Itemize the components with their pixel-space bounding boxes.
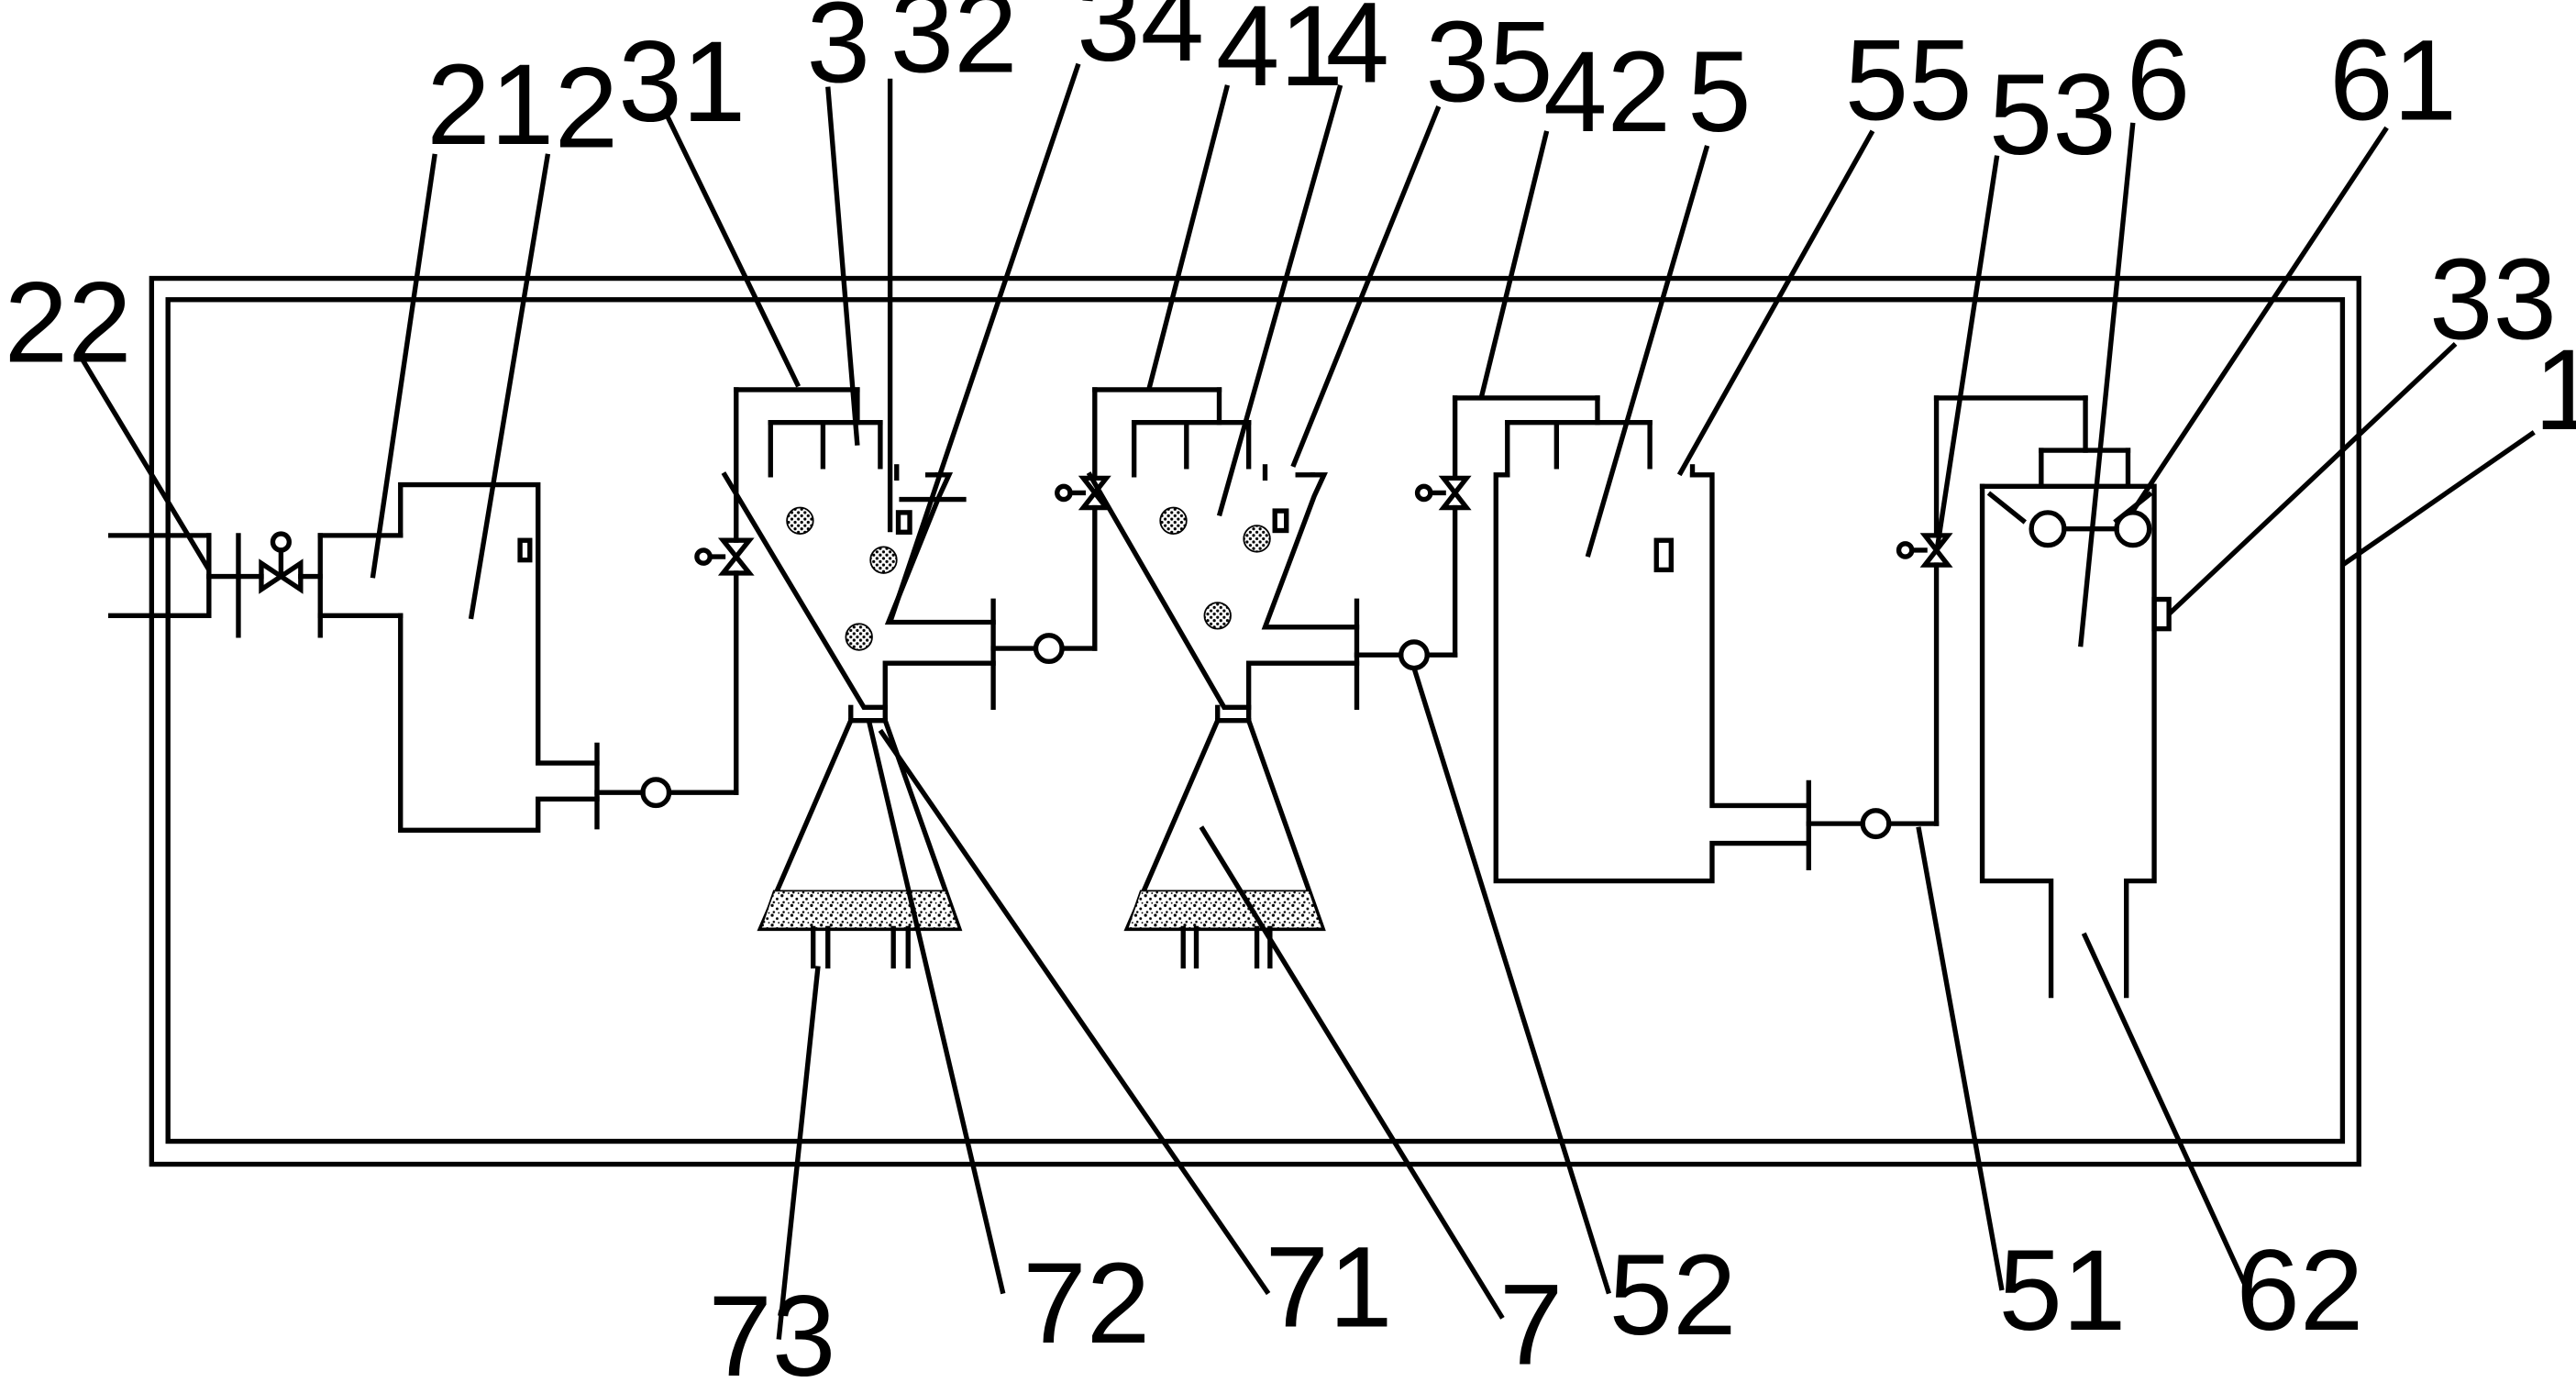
label-41: 41: [1216, 0, 1343, 110]
reactor-4: [1086, 395, 1600, 711]
label-62: 62: [2236, 1227, 2363, 1354]
label-32: 32: [890, 0, 1018, 97]
reference-numerals: 22 21 2 31 3 32 34 41 4 35 42 5 55 53 6 …: [5, 0, 2576, 1382]
label-33: 33: [2429, 237, 2557, 364]
label-71: 71: [1266, 1223, 1393, 1351]
tank-5: [1493, 395, 2088, 884]
tank-6: [1979, 448, 2172, 999]
label-42: 42: [1543, 28, 1671, 156]
sludge-cone-2: [1123, 704, 1326, 969]
label-55: 55: [1845, 17, 1973, 144]
inlet-pipe: [108, 531, 404, 638]
label-61: 61: [2329, 17, 2457, 144]
label-5: 5: [1687, 28, 1752, 156]
leader-lines: [75, 62, 2536, 1340]
tank-2: [398, 387, 860, 833]
label-31: 31: [618, 18, 746, 146]
label-34: 34: [1077, 0, 1204, 85]
label-22: 22: [5, 260, 132, 387]
label-53: 53: [1989, 51, 2117, 179]
label-35: 35: [1425, 0, 1553, 127]
label-52: 52: [1609, 1232, 1736, 1359]
label-73: 73: [708, 1273, 835, 1382]
label-6: 6: [2127, 17, 2191, 144]
label-7: 7: [1499, 1261, 1564, 1382]
label-2: 2: [555, 45, 619, 172]
label-51: 51: [1998, 1227, 2126, 1354]
reactor-3: [721, 387, 1222, 711]
label-4: 4: [1326, 0, 1390, 106]
label-1: 1: [2534, 326, 2576, 454]
label-3: 3: [807, 0, 871, 106]
label-21: 21: [426, 41, 554, 169]
sludge-cone-1: [757, 704, 963, 969]
housing: [149, 275, 2361, 1167]
label-72: 72: [1023, 1240, 1150, 1367]
